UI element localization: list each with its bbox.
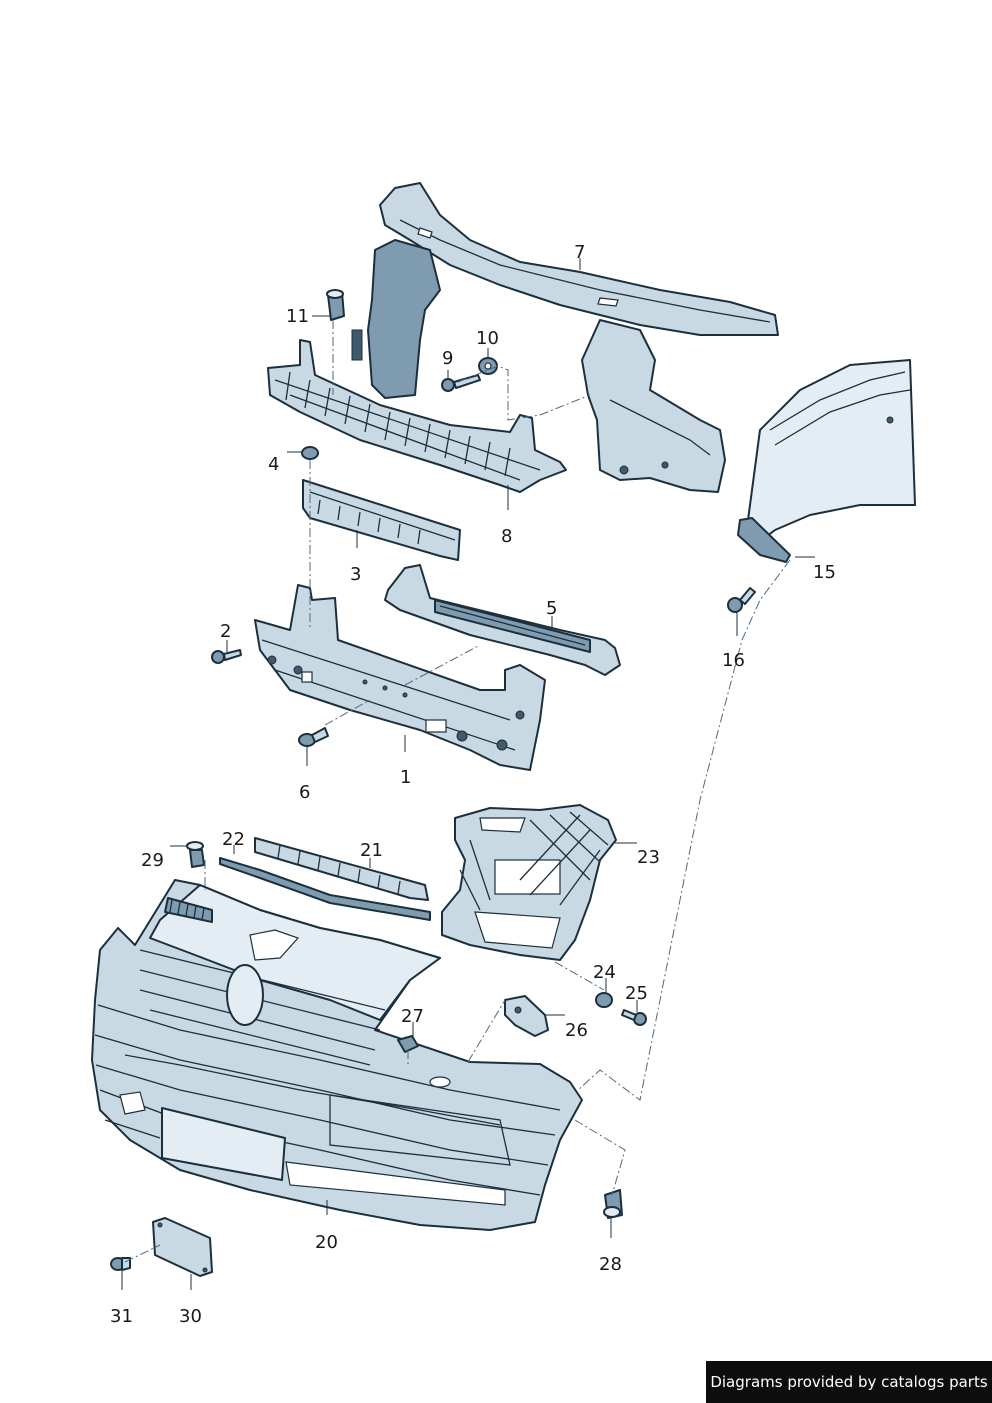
callout-31: 31 xyxy=(110,1306,133,1327)
callout-24: 24 xyxy=(593,962,616,983)
callout-5: 5 xyxy=(546,598,557,619)
callout-8: 8 xyxy=(501,526,512,547)
callout-30: 30 xyxy=(179,1306,202,1327)
part-5-air-duct xyxy=(384,564,621,676)
callout-16: 16 xyxy=(722,650,745,671)
part-7-lock-carrier xyxy=(351,182,779,493)
part-8-impact-absorber xyxy=(267,339,567,493)
part-3-air-guide xyxy=(302,479,461,561)
part-26-holder xyxy=(504,995,549,1037)
callout-25: 25 xyxy=(625,983,648,1004)
part-1-bumper-carrier xyxy=(254,584,546,771)
callout-15: 15 xyxy=(813,562,836,583)
callout-7: 7 xyxy=(574,242,585,263)
credit-footer: Diagrams provided by catalogs parts xyxy=(706,1361,992,1403)
part-15-bracket xyxy=(737,517,791,563)
callout-2: 2 xyxy=(220,621,231,642)
callout-9: 9 xyxy=(442,348,453,369)
callout-10: 10 xyxy=(476,328,499,349)
leader-lines xyxy=(121,258,815,1290)
callout-28: 28 xyxy=(599,1254,622,1275)
part-25-screw xyxy=(621,1009,647,1026)
callout-1: 1 xyxy=(400,767,411,788)
part-21-trim-strip xyxy=(254,837,429,901)
part-29-clip xyxy=(186,841,205,868)
callout-4: 4 xyxy=(268,454,279,475)
part-4-clip-nut xyxy=(301,446,319,460)
part-28-clip xyxy=(603,1189,623,1219)
callout-6: 6 xyxy=(299,782,310,803)
part-16-screw xyxy=(727,587,756,613)
part-11-cap xyxy=(326,289,345,321)
part-27-clip xyxy=(397,1035,419,1053)
part-6-expanding-clip xyxy=(298,727,329,747)
part-31-clip xyxy=(110,1257,131,1271)
callout-29: 29 xyxy=(141,850,164,871)
part-10-nut xyxy=(478,357,498,375)
part-30-cover-plate xyxy=(152,1217,213,1277)
callout-20: 20 xyxy=(315,1232,338,1253)
callout-26: 26 xyxy=(565,1020,588,1041)
part-24-clip xyxy=(595,992,613,1008)
credit-text: Diagrams provided by catalogs parts xyxy=(710,1373,988,1391)
assembly-lines xyxy=(124,320,791,1263)
callout-11: 11 xyxy=(286,306,309,327)
callout-23: 23 xyxy=(637,847,660,868)
callout-22: 22 xyxy=(222,829,245,850)
callout-labels: 7 11 10 9 4 8 3 15 5 2 16 1 6 22 21 29 2… xyxy=(110,242,836,1327)
part-23-guide-bracket xyxy=(441,804,617,961)
part-2-screw xyxy=(211,649,242,664)
part-22-seal xyxy=(219,857,431,921)
part-20-bumper-cover xyxy=(91,879,583,1231)
fender-panel xyxy=(747,359,916,546)
callout-27: 27 xyxy=(401,1006,424,1027)
callout-3: 3 xyxy=(350,564,361,585)
callout-21: 21 xyxy=(360,840,383,861)
